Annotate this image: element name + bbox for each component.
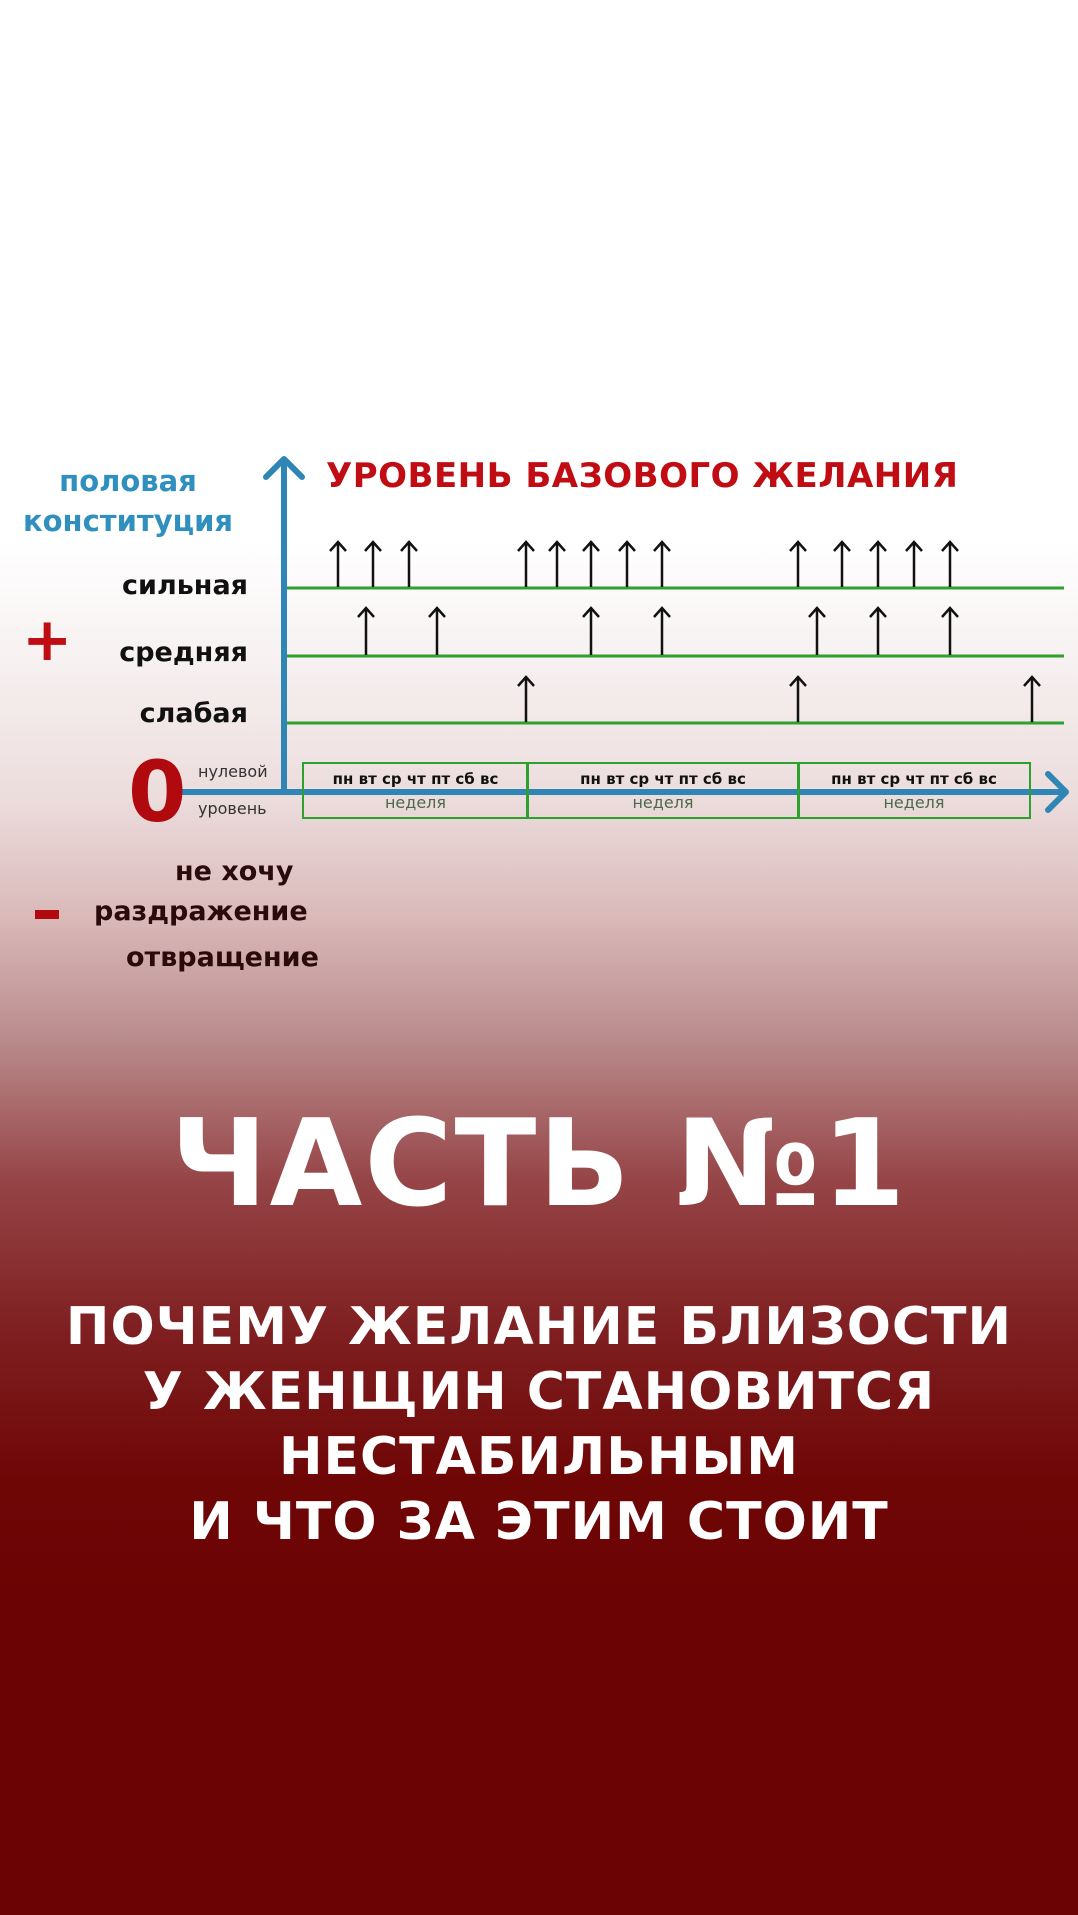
headline: ПОЧЕМУ ЖЕЛАНИЕ БЛИЗОСТИ У ЖЕНЩИН СТАНОВИ…: [0, 1295, 1078, 1555]
up-arrow-icon: [808, 606, 826, 655]
up-arrow-icon: [618, 540, 636, 587]
negative-label-disgust: отвращение: [126, 942, 319, 973]
up-arrow-icon: [400, 540, 418, 587]
week-box-1: пн вт ср чт пт сб вс неделя: [302, 762, 529, 819]
week-label: неделя: [384, 793, 447, 812]
negative-label-dont-want: не хочу: [175, 856, 294, 887]
minus-icon: [35, 910, 59, 919]
headline-line-3: НЕСТАБИЛЬНЫМ: [278, 1427, 800, 1487]
up-arrow-icon: [905, 540, 923, 587]
zero-level-symbol: 0: [128, 743, 187, 841]
up-arrow-icon: [789, 540, 807, 587]
headline-line-1: ПОЧЕМУ ЖЕЛАНИЕ БЛИЗОСТИ: [65, 1297, 1013, 1357]
desire-arrows: [329, 540, 1041, 722]
up-arrow-icon: [357, 606, 375, 655]
up-arrow-icon: [833, 540, 851, 587]
y-axis-arrowhead-icon: [263, 456, 305, 480]
up-arrow-icon: [869, 540, 887, 587]
week-days: пн вт ср чт пт сб вс: [332, 770, 499, 788]
level-label-weak: слабая: [139, 698, 248, 729]
week-box-2: пн вт ср чт пт сб вс неделя: [526, 762, 800, 819]
up-arrow-icon: [329, 540, 347, 587]
up-arrow-icon: [582, 540, 600, 587]
up-arrow-icon: [789, 675, 807, 722]
up-arrow-icon: [517, 675, 535, 722]
part-title: ЧАСТЬ №1: [170, 1095, 908, 1234]
level-label-strong: сильная: [122, 570, 248, 601]
up-arrow-icon: [869, 606, 887, 655]
up-arrow-icon: [941, 540, 959, 587]
x-axis-arrowhead-icon: [1045, 771, 1069, 813]
plus-icon: +: [22, 605, 73, 675]
headline-line-4: И ЧТО ЗА ЭТИМ СТОИТ: [189, 1492, 889, 1552]
negative-label-irritation: раздражение: [94, 896, 308, 927]
up-arrow-icon: [364, 540, 382, 587]
up-arrow-icon: [582, 606, 600, 655]
up-arrow-icon: [653, 606, 671, 655]
y-axis-label-line1: половая: [59, 464, 197, 498]
headline-line-2: У ЖЕНЩИН СТАНОВИТСЯ: [142, 1362, 936, 1422]
up-arrow-icon: [517, 540, 535, 587]
y-axis-label-line2: конституция: [22, 504, 234, 538]
zero-label-bottom: уровень: [198, 799, 267, 818]
up-arrow-icon: [1023, 675, 1041, 722]
y-axis-label: половая конституция: [8, 461, 248, 541]
week-days: пн вт ср чт пт сб вс: [831, 770, 997, 788]
week-label: неделя: [632, 793, 694, 812]
week-days: пн вт ср чт пт сб вс: [580, 770, 746, 788]
up-arrow-icon: [428, 606, 446, 655]
up-arrow-icon: [548, 540, 566, 587]
level-label-medium: средняя: [119, 637, 248, 668]
week-label: неделя: [883, 793, 945, 812]
up-arrow-icon: [941, 606, 959, 655]
zero-label-top: нулевой: [198, 762, 268, 781]
diagram-title: УРОВЕНЬ БАЗОВОГО ЖЕЛАНИЯ: [326, 456, 959, 496]
week-box-3: пн вт ср чт пт сб вс неделя: [797, 762, 1031, 819]
diagram-graphics: [180, 456, 1069, 813]
up-arrow-icon: [653, 540, 671, 587]
